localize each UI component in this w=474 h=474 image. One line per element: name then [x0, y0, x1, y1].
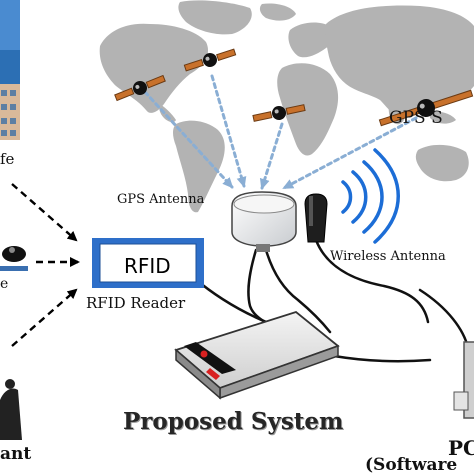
left-mid-label: e	[0, 276, 9, 292]
cable-gps-2	[264, 248, 332, 334]
gps-satellites	[114, 48, 474, 127]
cable-wireless	[314, 238, 430, 324]
input-arrow-top	[11, 183, 78, 242]
gps-antenna-label: GPS Antenna	[117, 192, 205, 207]
gps-satellite-icon	[114, 74, 166, 102]
gps-satellite-label: GPS S	[389, 108, 443, 128]
pc-label: PC	[448, 436, 474, 460]
gps-antenna-icon	[231, 191, 297, 252]
proposed-system-title: Proposed System	[123, 408, 344, 435]
rfid-box-text: RFID	[124, 254, 171, 278]
rfid-reader-label: RFID Reader	[86, 294, 186, 312]
satellite-signal-arrows	[143, 74, 418, 190]
pc-software-label: (Software	[365, 455, 458, 474]
signal-arrow-1	[143, 90, 234, 189]
building-photo	[0, 0, 20, 140]
tower-device-icon	[0, 379, 22, 440]
rfid-reader-icon	[92, 238, 204, 288]
wireless-antenna-icon	[304, 148, 400, 244]
input-arrows	[11, 183, 80, 347]
left-bottom-label: ant	[0, 444, 32, 464]
cable-pc	[332, 354, 432, 363]
signal-arrow-4	[282, 116, 418, 190]
left-top-label: fe	[0, 150, 15, 168]
pc-tower-icon	[453, 341, 474, 419]
scanner-device-icon	[0, 246, 28, 271]
gps-satellite-icon	[252, 104, 306, 122]
gps-satellite-icon	[183, 48, 237, 72]
signal-arrow-3	[259, 122, 284, 190]
tracking-device-icon	[174, 310, 340, 400]
gps-satellite-icon	[378, 89, 474, 127]
wireless-antenna-label: Wireless Antenna	[330, 249, 446, 264]
input-arrow-bottom	[11, 288, 78, 347]
signal-arrow-2	[210, 74, 247, 188]
